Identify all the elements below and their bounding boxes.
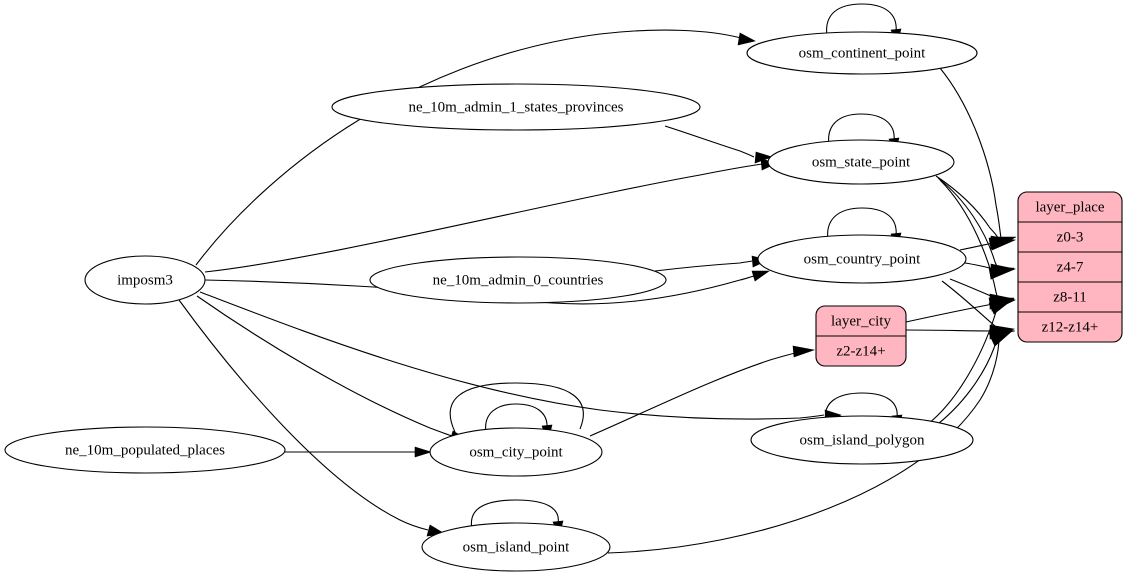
edge-imposm3-to-osm_state_point (204, 163, 763, 273)
node-shape-osm-continent-point[interactable] (746, 31, 978, 75)
edge-self-loop-osm_continent_point (826, 3, 897, 37)
node-ne_10m_admin_1_states_provinces[interactable]: ne_10m_admin_1_states_provinces (331, 83, 701, 131)
record-box-layer_place[interactable] (1017, 191, 1123, 343)
node-shape-osm-island-point[interactable] (421, 522, 611, 572)
record-row-layer_place-title: layer_place (1035, 199, 1104, 215)
node-shape-osm-island-polygon[interactable] (750, 415, 974, 465)
edge-imposm3-to-osm_island_point (178, 299, 429, 531)
edge-self-loop-osm_state_point (828, 113, 895, 146)
arrowhead-imposm3-osm_continent_point (737, 32, 756, 46)
edge-osm_state_point-to-layer_place-z0-3 (935, 175, 1000, 240)
edge-self-loop-osm_city_point (485, 403, 548, 434)
node-label-ne-states: ne_10m_admin_1_states_provinces (409, 99, 624, 115)
node-osm_country_point[interactable]: osm_country_point (757, 234, 967, 284)
node-shape-imposm3[interactable] (84, 255, 206, 305)
node-osm_state_point[interactable]: osm_state_point (767, 139, 955, 185)
node-label-imposm3: imposm3 (117, 272, 173, 288)
node-shape-ne-states[interactable] (331, 83, 701, 131)
node-label-osm-state-point: osm_state_point (812, 154, 911, 170)
edge-ne_states-to-osm_state_point (664, 125, 755, 158)
arrowhead-imposm3-osm_country_point (751, 270, 770, 282)
node-label-osm-continent-point: osm_continent_point (799, 45, 926, 61)
record-row-layer_city-z2-z14[interactable]: z2-z14+ (836, 343, 885, 359)
arrowhead-city-layer_city (792, 345, 816, 358)
arrowhead-ne_states-osm_state_point (754, 151, 773, 164)
node-label-osm-island-polygon: osm_island_polygon (799, 432, 925, 448)
edge-imposm3-to-osm_city_point (196, 295, 453, 437)
arrowhead-country-layer_place-z0-3 (990, 235, 1017, 251)
record-node-layer_city[interactable]: layer_city z2-z14+ (815, 305, 907, 367)
arrowhead-island_point-layer_place-z12 (989, 330, 1013, 347)
edge-imposm3-to-osm_island_polygon (199, 291, 825, 420)
arrowhead-ne_populated-osm_city_point (414, 446, 433, 458)
arrowhead-island_polygon-layer_place-z8-11 (988, 298, 1014, 315)
node-osm_island_polygon[interactable]: osm_island_polygon (750, 415, 974, 465)
edge-osm_continent_point-to-layer_place-z0-3 (939, 67, 1002, 239)
node-label-osm-country-point: osm_country_point (804, 251, 921, 267)
node-imposm3[interactable]: imposm3 (84, 255, 206, 305)
node-shape-ne-countries[interactable] (369, 256, 667, 304)
arrowhead-country-layer_place-z4-7 (990, 263, 1017, 280)
node-label-osm-island-point: osm_island_point (463, 539, 571, 555)
edge-osm_island_polygon-to-layer_place-z12 (933, 334, 999, 428)
edge-imposm3-to-osm_country_point (204, 275, 755, 305)
node-shape-ne-populated[interactable] (4, 426, 286, 474)
record-row-layer_place-z4-7[interactable]: z4-7 (1057, 259, 1084, 275)
node-ne_10m_admin_0_countries[interactable]: ne_10m_admin_0_countries (369, 256, 667, 304)
edge-outer-arc-osm_city_point (449, 382, 584, 433)
node-osm_continent_point[interactable]: osm_continent_point (746, 31, 978, 75)
edge-ne_countries-to-osm_country_point (654, 260, 753, 272)
record-row-layer_place-z0-3[interactable]: z0-3 (1057, 229, 1084, 245)
node-shape-osm-country-point[interactable] (757, 234, 967, 284)
record-row-layer_place-z8-11[interactable]: z8-11 (1053, 289, 1087, 305)
node-ne_10m_populated_places[interactable]: ne_10m_populated_places (4, 426, 286, 474)
node-label-ne-countries: ne_10m_admin_0_countries (433, 272, 604, 288)
edge-osm_island_polygon-to-layer_place-z8-11 (927, 304, 999, 425)
node-osm_island_point[interactable]: osm_island_point (421, 522, 611, 572)
edge-self-loop-osm_country_point (827, 207, 897, 241)
node-layer: imposm3 ne_10m_admin_1_states_provinces … (4, 31, 978, 572)
node-label-ne-populated: ne_10m_populated_places (65, 442, 225, 458)
edge-layer_city-to-layer_place-z8-11 (905, 302, 999, 323)
edge-imposm3-to-osm_continent_point (195, 29, 742, 266)
edge-osm_city_point-to-layer_city (589, 351, 801, 437)
node-shape-osm-city-point[interactable] (429, 427, 603, 477)
record-node-layer: layer_place z0-3 z4-7 z8-11 z12-z14+ lay… (815, 191, 1123, 367)
record-row-layer_place-z12-z14[interactable]: z12-z14+ (1042, 319, 1099, 335)
node-shape-osm-state-point[interactable] (767, 139, 955, 185)
node-osm_city_point[interactable]: osm_city_point (429, 427, 603, 477)
node-label-osm-city-point: osm_city_point (469, 444, 563, 460)
edge-layer_city-to-layer_place-z12 (905, 329, 999, 332)
record-node-layer_place[interactable]: layer_place z0-3 z4-7 z8-11 z12-z14+ (1017, 191, 1123, 343)
edge-self-loop-osm_island_polygon (824, 392, 898, 423)
record-row-layer_city-title: layer_city (831, 313, 891, 329)
edge-self-loop-osm_island_point (470, 499, 559, 530)
